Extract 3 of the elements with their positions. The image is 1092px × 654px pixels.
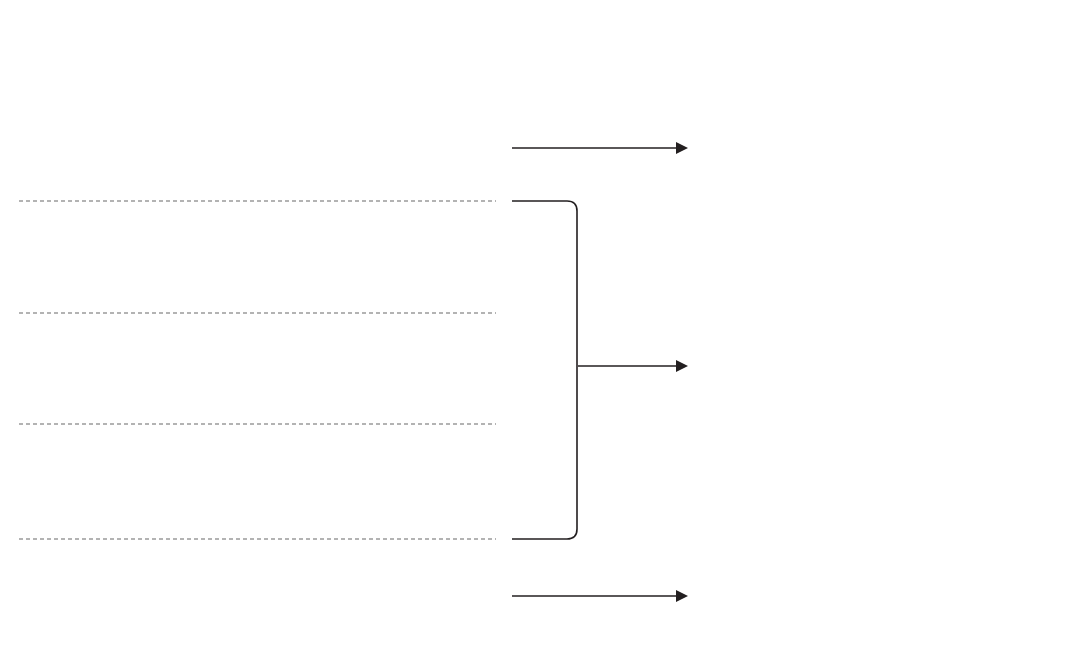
arrow bbox=[512, 590, 688, 602]
arrow bbox=[578, 360, 688, 372]
arrow bbox=[512, 142, 688, 154]
